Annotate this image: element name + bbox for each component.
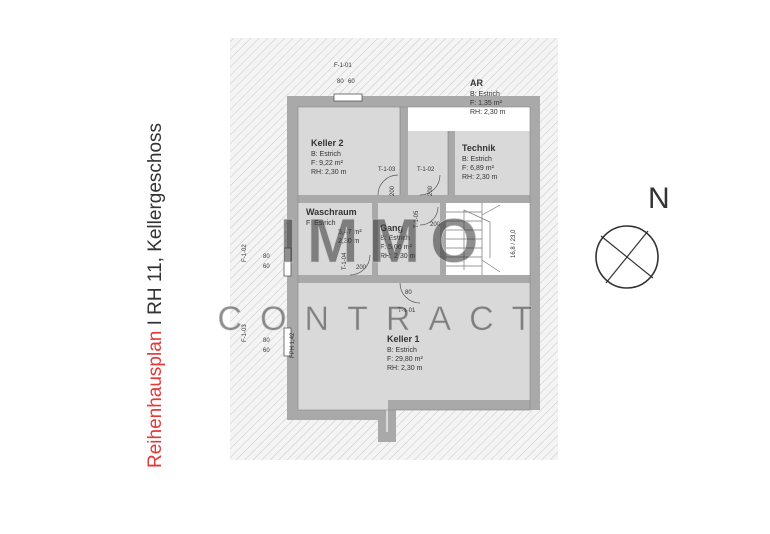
room-name: Keller 1 [387,334,420,344]
room-keller-2: Keller 2 B: Estrich F: 9,22 m² RH: 2,30 … [311,138,347,176]
room-height: RH: 2,30 m [380,253,416,260]
room-gang-floor [378,203,440,275]
room-height: 2,30 m [338,238,360,245]
room-floor: F: Estrich [306,220,336,227]
dim-60-top: 60 [348,79,355,85]
room-technik-floor [455,131,530,195]
label-t105: T-1-05 [414,210,420,228]
room-ar: AR B: Estrich F: 1,35 m² RH: 2,30 m [470,78,506,116]
door-t104 [349,254,371,276]
window-f101 [333,93,363,102]
door-t101 [399,282,421,304]
dim-60-left: 60 [263,264,270,270]
label-stairs: 16,8 / 23,0 [511,229,517,258]
dim-80-top: 80 [337,79,344,85]
north-label: N [648,182,670,215]
room-ar-floor [408,107,530,131]
room-name: AR [470,78,483,88]
room-area: F: 29,80 m² [387,356,423,363]
room-floor: B: Estrich [462,156,492,163]
room-area: F: 6,89 m² [462,165,495,172]
label-f101: F-1-01 [334,63,352,69]
room-keller-1: Keller 1 B: Estrich F: 29,80 m² RH: 2,30… [387,334,423,372]
window-f103 [283,327,292,357]
dim-200-c: 200 [356,265,367,271]
compass-icon: N [595,182,670,289]
label-f102: F-1-02 [242,244,248,262]
door-t102 [419,174,441,196]
room-height: RH: 2,30 m [387,365,423,372]
watermark-line1: IMMO [280,207,489,276]
room-height: RH: 2,30 m [462,174,498,181]
room-gang: Gang B: Estrich F: 5,06 m² RH: 2,30 m [380,223,416,260]
dim-80-left: 80 [263,254,270,260]
room-height: RH: 2,30 m [470,109,506,116]
room-name: Gang [380,223,403,233]
room-area: 5,47 m² [338,229,362,236]
dim-80-left-2: 80 [263,338,270,344]
room-waschraum-floor [298,203,372,275]
room-floor: B: Estrich [387,347,417,354]
room-height: RH: 2,30 m [311,169,347,176]
room-floor: B: Estrich [311,151,341,158]
room-area: F: 5,06 m² [380,244,413,251]
window-f102 [283,247,292,277]
room-area: F: 1,35 m² [470,100,503,107]
label-t101: T-1-01 [398,308,416,314]
label-t102: T-1-02 [417,167,435,173]
dim-200-a: 200 [390,185,396,196]
door-t103 [377,174,399,196]
dim-200-d: 200 [430,222,441,228]
label-fph: FPH 1,42 [290,332,296,358]
room-name: Keller 2 [311,138,344,148]
stair-steps [446,203,501,275]
room-floor: B: Estrich [470,91,500,98]
dim-200-b: 200 [428,185,434,196]
room-technik: Technik B: Estrich F: 6,89 m² RH: 2,30 m [462,143,498,181]
label-t103: T-1-03 [378,167,396,173]
room-name: Waschraum [306,207,357,217]
room-name: Technik [462,143,496,153]
watermark: IMMO CONTRACT [217,207,551,339]
label-f103: F-1-03 [242,324,248,342]
label-t104: T-1-04 [342,252,348,270]
door-t105 [419,206,439,226]
room-floor: B: Estrich [380,235,410,242]
dim-60-left-2: 60 [263,348,270,354]
watermark-line2: CONTRACT [218,300,551,338]
room-area: F: 9,22 m² [311,160,344,167]
room-waschraum: Waschraum F: Estrich 5,47 m² 2,30 m [306,207,362,245]
dim-80-door: 80 [405,290,412,296]
room-keller-2-floor [298,107,400,195]
